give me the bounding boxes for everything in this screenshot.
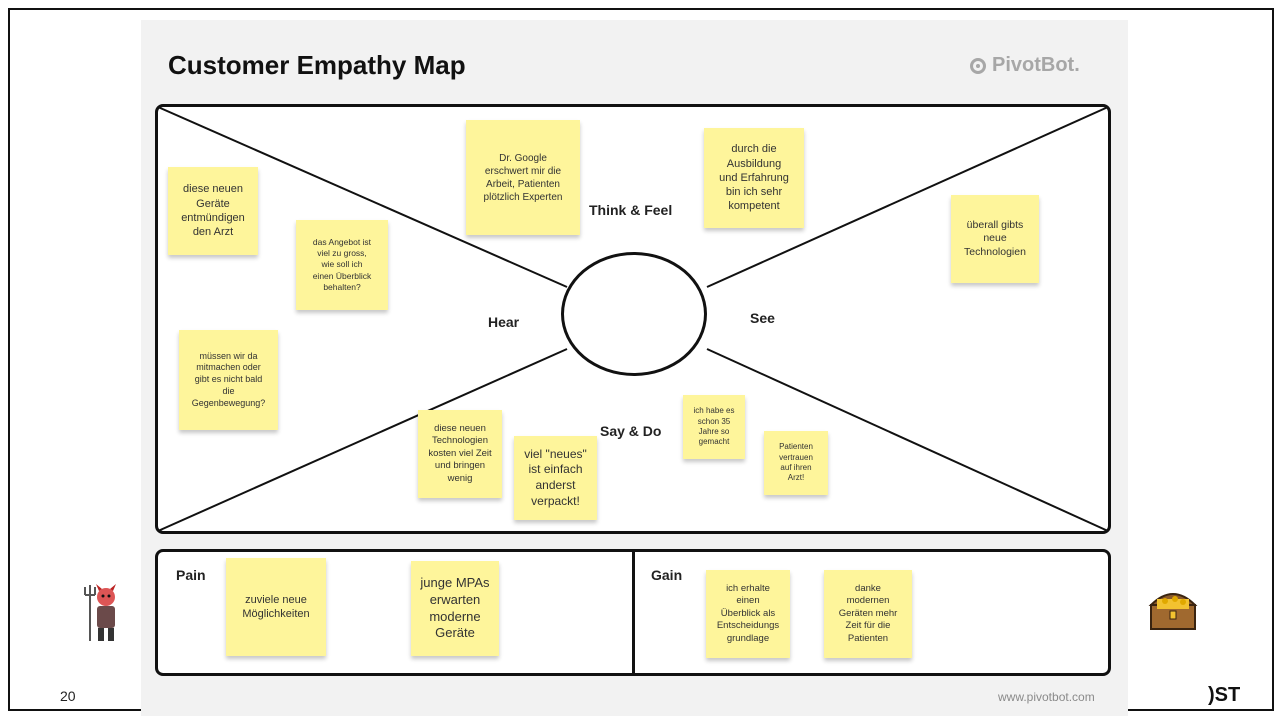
- think-feel-label: Think & Feel: [589, 202, 673, 218]
- say-do-label: Say & Do: [600, 423, 662, 439]
- sticky-note: junge MPAs erwarten moderne Geräte: [411, 561, 499, 656]
- sticky-note: diese neuen Technologien kosten viel Zei…: [418, 410, 502, 498]
- sticky-note: überall gibts neue Technologien: [951, 195, 1039, 283]
- pivotbot-logo-icon: [970, 57, 986, 74]
- sticky-note: zuviele neue Möglichkeiten: [226, 558, 326, 656]
- footer-url: www.pivotbot.com: [998, 690, 1095, 704]
- page-number: 20: [60, 688, 76, 704]
- sticky-note: ich erhalte einen Überblick als Entschei…: [706, 570, 790, 658]
- page-title: Customer Empathy Map: [168, 50, 466, 80]
- devil-mascot-icon: [84, 584, 116, 641]
- brand-logo: PivotBot.: [970, 54, 1080, 77]
- sticky-note: danke modernen Geräten mehr Zeit für die…: [824, 570, 912, 658]
- sticky-note: das Angebot ist viel zu gross, wie soll …: [296, 220, 388, 310]
- treasure-chest-icon: [1148, 593, 1198, 630]
- sticky-note: Dr. Google erschwert mir die Arbeit, Pat…: [466, 120, 580, 235]
- sticky-note: müssen wir da mitmachen oder gibt es nic…: [179, 330, 278, 430]
- gain-label: Gain: [651, 567, 683, 583]
- quadrant-divider-lines: [157, 106, 1109, 532]
- see-label: See: [750, 310, 775, 326]
- pain-label: Pain: [176, 567, 206, 583]
- cut-off-footer-text: )ST: [1208, 684, 1241, 706]
- sticky-note: durch die Ausbildung und Erfahrung bin i…: [704, 128, 804, 228]
- sticky-note: ich habe es schon 35 Jahre so gemacht: [683, 395, 745, 459]
- pain-gain-divider: [632, 549, 635, 676]
- hear-label: Hear: [488, 314, 520, 330]
- sticky-note: diese neuen Geräte entmündigen den Arzt: [168, 167, 258, 255]
- brand-name: PivotBot.: [992, 54, 1080, 76]
- sticky-note: Patienten vertrauen auf ihren Arzt!: [764, 431, 828, 495]
- sticky-note: viel "neues" ist einfach anderst verpack…: [514, 436, 597, 520]
- center-circle: [561, 252, 707, 376]
